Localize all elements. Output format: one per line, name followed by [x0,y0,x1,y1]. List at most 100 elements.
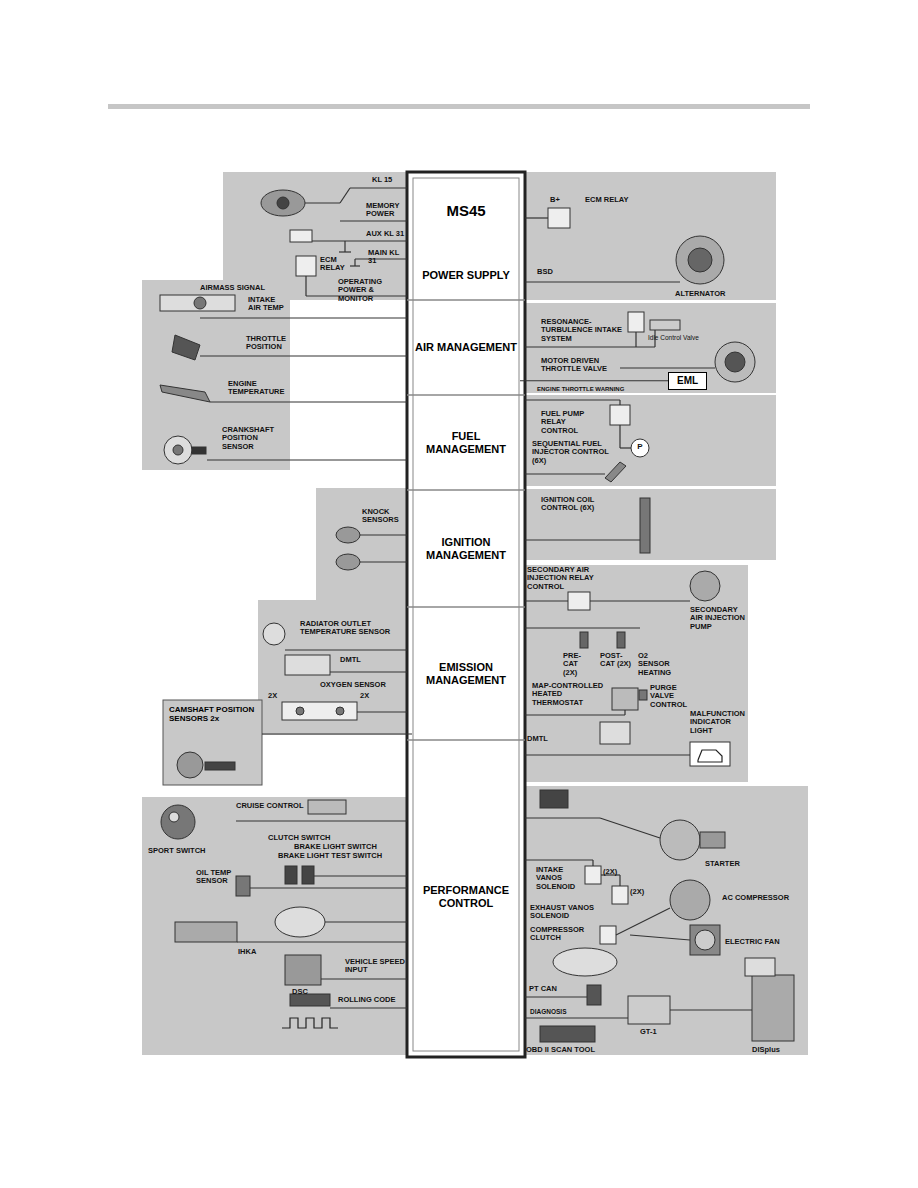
component-icon [540,1026,595,1042]
warning-box: EML [668,372,707,390]
wire [325,921,407,922]
wire [525,539,640,540]
component-label: RADIATOR OUTLET TEMPERATURE SENSOR [300,620,396,637]
wire [630,935,690,940]
wire [207,459,407,460]
component-label: PURGE VALVE CONTROL [650,684,690,709]
component-label: BRAKE LIGHT SWITCH [294,843,386,851]
ecm-section: AIR MANAGEMENT [412,300,520,395]
component-label: AC COMPRESSOR [722,894,808,902]
component-icon [580,632,588,648]
component-icon [612,688,638,710]
component-label: MALFUNCTION INDICATOR LIGHT [690,710,746,735]
wire [355,258,407,259]
node-text: EML [677,375,698,387]
section-divider [407,489,525,491]
component-icon [628,996,670,1024]
component-label: INTAKE VANOS SOLENOID [536,866,582,891]
wire [525,817,600,818]
ecm-section: MS45POWER SUPPLY [412,176,520,300]
component-icon [177,752,203,778]
component-label: PRE-CAT (2X) [563,652,591,677]
component-icon [285,655,330,675]
component-label: PT CAN [529,985,569,993]
section-divider [407,299,525,301]
component-icon [585,866,601,884]
component-icon [160,385,210,402]
component-icon [715,342,755,382]
sensor-box [163,700,262,785]
component-label: MEMORY POWER [366,202,406,219]
component-label: DMTL [340,656,372,664]
component-label: P [636,443,644,452]
component-icon [639,690,647,700]
component-label: STARTER [705,860,755,868]
component-label: CLUTCH SWITCH [268,834,338,842]
wire [250,887,407,888]
component-icon [548,208,570,228]
wire [525,399,620,400]
signal-symbol [282,1018,338,1028]
panel [520,303,776,393]
wire [525,754,690,755]
signal-wire [520,380,668,381]
wire [305,202,340,203]
ecm-title: MS45 [446,202,485,219]
component-icon [173,445,183,455]
wire [600,818,660,838]
component-label: ENGINE THROTTLE WARNING [537,386,657,393]
component-icon [296,707,304,715]
component-icon [610,405,630,425]
component-icon [285,955,321,985]
component-label: ELECTRIC FAN [725,938,795,946]
component-label: DSC [292,988,316,996]
section-divider [407,606,525,608]
component-label: AIRMASS SIGNAL [200,284,280,292]
component-icon [172,335,200,360]
wire [525,217,548,218]
wire [616,908,670,935]
panel [142,797,410,1055]
wire [354,259,355,266]
wire [321,978,407,979]
component-label: ECM RELAY [585,196,645,204]
wire [210,401,407,402]
component-icon [650,320,680,330]
component-label: MAIN KL 31 [368,249,408,266]
wire [339,251,351,252]
component-label: DIAGNOSIS [530,1008,580,1015]
component-icon [670,880,710,920]
component-label: FUEL PUMP RELAY CONTROL [541,410,603,435]
component-icon [600,926,616,944]
component-label: (2X) [603,868,625,876]
component-icon [660,820,700,860]
component-label: COMPRESSOR CLUTCH [530,926,592,943]
panel [142,280,290,470]
ecm-section: EMISSION MANAGEMENT [412,607,520,740]
section-divider [407,394,525,396]
component-icon [700,832,725,848]
sensor-box: CAMSHAFT POSITION SENSORS 2x [163,700,262,785]
component-label: O2 SENSOR HEATING [638,652,680,677]
component-icon [752,975,794,1041]
component-label: DMTL [527,735,559,743]
component-icon [261,190,305,216]
wire [624,710,625,715]
component-icon [205,762,235,770]
section-divider [407,739,525,741]
component-label: CRUISE CONTROL [236,802,306,810]
component-label: THROTTLE POSITION [246,335,301,352]
wire [620,447,631,448]
wire [620,367,715,368]
component-label: SECONDARY AIR INJECTION RELAY CONTROL [527,566,607,591]
node-text: EMISSION MANAGEMENT [412,661,520,686]
component-icon [296,256,316,276]
component-label: OIL TEMP SENSOR [196,869,232,886]
wire [619,875,620,886]
ecm-column [407,172,525,1057]
wire [330,1007,407,1008]
wire [344,241,345,252]
wire [305,276,306,296]
panel [520,172,776,300]
component-icon [175,922,237,942]
